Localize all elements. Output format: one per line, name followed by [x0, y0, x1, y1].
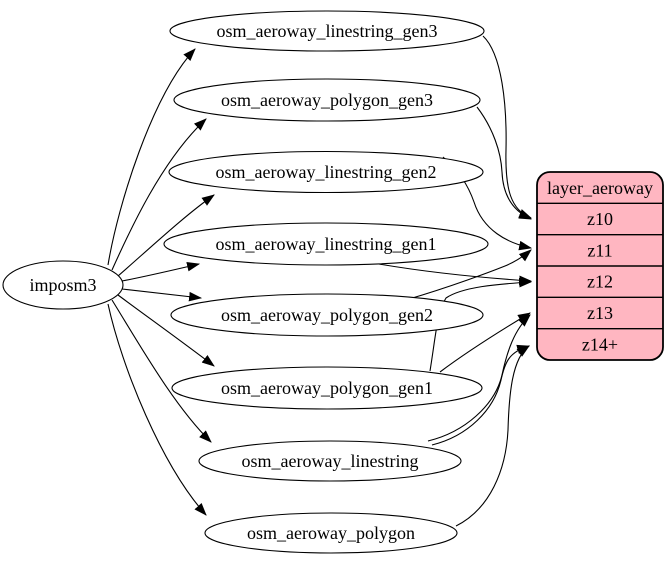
- layer-row-z14: z14+: [582, 334, 618, 354]
- table-label: osm_aeroway_linestring: [242, 451, 419, 471]
- node-imposm3: imposm3: [2, 260, 124, 310]
- edge-imposm3-to-osm_aeroway_polygon_gen2: [121, 288, 203, 302]
- layer-row-z12: z12: [587, 272, 613, 292]
- edge-group-source: [107, 48, 215, 516]
- edge-osm_aeroway_linestring_gen1-to-z12: [372, 262, 533, 285]
- edge-imposm3-to-osm_aeroway_linestring: [111, 299, 212, 443]
- edge-imposm3-to-osm_aeroway_polygon_gen3: [111, 118, 207, 271]
- node-osm_aeroway_linestring_gen2: osm_aeroway_linestring_gen2: [168, 150, 484, 194]
- node-osm_aeroway_polygon_gen1: osm_aeroway_polygon_gen1: [171, 366, 483, 410]
- table-ellipse: [173, 78, 481, 122]
- edge-group-layer: [372, 35, 533, 527]
- table-label: osm_aeroway_polygon: [247, 523, 415, 543]
- layer-row-z13: z13: [587, 303, 613, 323]
- table-label: osm_aeroway_polygon_gen1: [221, 378, 433, 398]
- edge-osm_aeroway_polygon_gen3-to-z10: [476, 106, 532, 220]
- table-ellipse: [170, 293, 484, 337]
- table-label: osm_aeroway_linestring_gen3: [217, 21, 438, 41]
- edge-osm_aeroway_polygon_gen2-to-z11: [408, 249, 532, 300]
- edge-osm_aeroway_linestring-to-z14: [431, 344, 531, 446]
- node-osm_aeroway_polygon_gen2: osm_aeroway_polygon_gen2: [170, 293, 484, 337]
- edge-imposm3-to-osm_aeroway_linestring_gen2: [117, 194, 215, 277]
- table-label: osm_aeroway_linestring_gen2: [216, 162, 437, 182]
- edge-imposm3-to-osm_aeroway_polygon_gen1: [117, 294, 215, 367]
- imposm3-ellipse: [2, 260, 124, 310]
- table-label: osm_aeroway_linestring_gen1: [216, 234, 437, 254]
- table-ellipse: [171, 366, 483, 410]
- edge-imposm3-to-osm_aeroway_linestring_gen3: [107, 48, 196, 266]
- table-label: osm_aeroway_polygon_gen3: [221, 90, 433, 110]
- edge-osm_aeroway_polygon_gen1-to-z13: [439, 312, 531, 373]
- edge-osm_aeroway_polygon-to-z14: [455, 345, 530, 527]
- layer-row-z11: z11: [587, 240, 612, 260]
- edge-osm_aeroway_polygon_gen1-to-z12: [429, 277, 533, 372]
- node-osm_aeroway_polygon_gen3: osm_aeroway_polygon_gen3: [173, 78, 481, 122]
- layer-title: layer_aeroway: [547, 178, 653, 198]
- table-ellipse: [163, 222, 489, 266]
- node-layer_aeroway: layer_aeroway z10 z11 z12 z13 z14+: [536, 171, 664, 361]
- imposm3-label: imposm3: [29, 275, 96, 295]
- node-osm_aeroway_linestring: osm_aeroway_linestring: [198, 440, 462, 482]
- edge-imposm3-to-osm_aeroway_polygon: [107, 303, 207, 516]
- table-label: osm_aeroway_polygon_gen2: [221, 305, 433, 325]
- node-osm_aeroway_linestring_gen3: osm_aeroway_linestring_gen3: [169, 10, 485, 52]
- table-ellipse: [168, 150, 484, 194]
- edge-imposm3-to-osm_aeroway_linestring_gen1: [121, 262, 201, 282]
- layer-row-z10: z10: [587, 209, 613, 229]
- node-osm_aeroway_polygon: osm_aeroway_polygon: [204, 512, 458, 554]
- node-osm_aeroway_linestring_gen1: osm_aeroway_linestring_gen1: [163, 222, 489, 266]
- edge-osm_aeroway_linestring_gen3-to-z10: [482, 35, 533, 219]
- table-ellipse: [169, 10, 485, 52]
- table-ellipse: [198, 440, 462, 482]
- table-ellipse: [204, 512, 458, 554]
